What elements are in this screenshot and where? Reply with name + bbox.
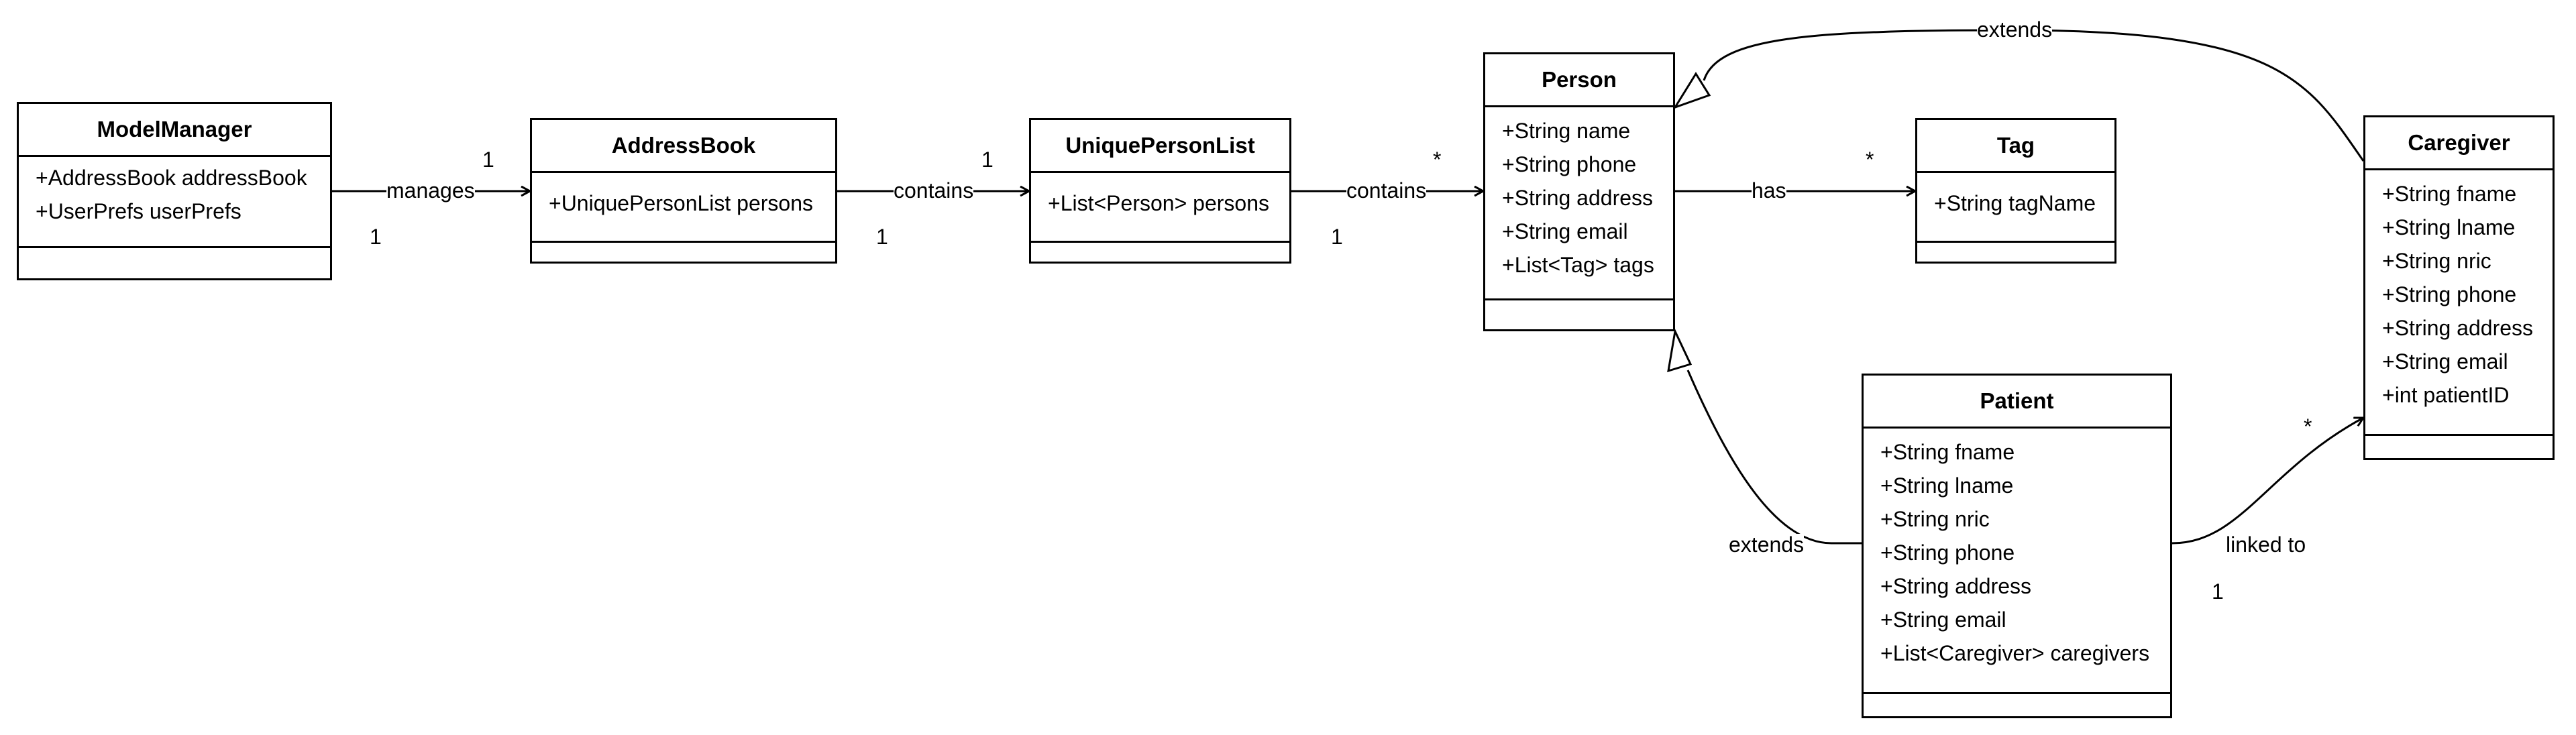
attribute: +AddressBook addressBook bbox=[36, 166, 307, 190]
class-name: ModelManager bbox=[19, 104, 330, 157]
class-name: Person bbox=[1485, 54, 1673, 107]
generalization-arrowhead-caregiver bbox=[1672, 72, 1711, 109]
multiplicity-contains-uniquepersonlist-source: 1 bbox=[1331, 225, 1343, 249]
attribute: +UniquePersonList persons bbox=[549, 191, 814, 215]
attribute: +String address bbox=[1880, 574, 2032, 598]
multiplicity-linked-to-target: * bbox=[2304, 414, 2312, 439]
attribute: +UserPrefs userPrefs bbox=[36, 199, 241, 223]
class-attributes: +String name +String phone +String addre… bbox=[1485, 107, 1673, 300]
multiplicity-contains-uniquepersonlist-target: * bbox=[1433, 148, 1442, 172]
attribute: +List<Tag> tags bbox=[1502, 253, 1654, 277]
attribute: +List<Person> persons bbox=[1048, 191, 1269, 215]
multiplicity-manages-target: 1 bbox=[482, 148, 494, 172]
attribute: +String tagName bbox=[1934, 191, 2096, 215]
label-extends-caregiver: extends bbox=[1977, 17, 2053, 42]
generalization-arrowhead-patient bbox=[1667, 328, 1693, 373]
class-person[interactable]: Person +String name +String phone +Strin… bbox=[1483, 52, 1675, 331]
class-name: Patient bbox=[1864, 376, 2170, 429]
class-attributes: +AddressBook addressBook +UserPrefs user… bbox=[19, 157, 330, 248]
attribute: +String email bbox=[2382, 349, 2508, 374]
class-name: Tag bbox=[1917, 120, 2114, 173]
attribute: +String fname bbox=[2382, 182, 2517, 206]
class-tag[interactable]: Tag +String tagName bbox=[1915, 118, 2116, 264]
class-unique-person-list[interactable]: UniquePersonList +List<Person> persons bbox=[1029, 118, 1291, 264]
class-attributes: +List<Person> persons bbox=[1031, 173, 1289, 243]
class-address-book[interactable]: AddressBook +UniquePersonList persons bbox=[530, 118, 837, 264]
label-linked-to: linked to bbox=[2226, 532, 2306, 557]
attribute: +String phone bbox=[2382, 282, 2517, 306]
class-patient[interactable]: Patient +String fname +String lname +Str… bbox=[1862, 374, 2172, 718]
attribute: +String address bbox=[1502, 186, 1654, 210]
label-contains-addressbook: contains bbox=[894, 178, 974, 203]
edge-linked-to bbox=[2171, 418, 2363, 545]
multiplicity-contains-addressbook-source: 1 bbox=[876, 225, 888, 249]
attribute: +String lname bbox=[2382, 215, 2516, 239]
attribute: +List<Caregiver> caregivers bbox=[1880, 641, 2150, 665]
attribute: +String nric bbox=[2382, 249, 2491, 273]
attribute: +String name bbox=[1502, 119, 1631, 143]
class-name: UniquePersonList bbox=[1031, 120, 1289, 173]
attribute: +String nric bbox=[1880, 507, 1990, 531]
class-attributes: +UniquePersonList persons bbox=[532, 173, 835, 243]
class-attributes: +String fname +String lname +String nric… bbox=[1864, 429, 2170, 694]
class-attributes: +String fname +String lname +String nric… bbox=[2365, 170, 2553, 436]
label-contains-uniquepersonlist: contains bbox=[1346, 178, 1427, 203]
multiplicity-manages-source: 1 bbox=[370, 225, 382, 249]
attribute: +String address bbox=[2382, 316, 2534, 340]
class-attributes: +String tagName bbox=[1917, 173, 2114, 243]
label-has: has bbox=[1752, 178, 1786, 203]
class-name: Caregiver bbox=[2365, 117, 2553, 170]
attribute: +int patientID bbox=[2382, 383, 2510, 407]
attribute: +String fname bbox=[1880, 440, 2015, 464]
attribute: +String phone bbox=[1880, 541, 2015, 565]
attribute: +String email bbox=[1880, 608, 2006, 632]
edge-extends-patient bbox=[1686, 370, 1862, 545]
attribute: +String lname bbox=[1880, 473, 2014, 498]
class-model-manager[interactable]: ModelManager +AddressBook addressBook +U… bbox=[17, 102, 332, 280]
label-extends-patient: extends bbox=[1729, 532, 1805, 557]
class-name: AddressBook bbox=[532, 120, 835, 173]
multiplicity-has-target: * bbox=[1866, 148, 1874, 172]
multiplicity-linked-to-source: 1 bbox=[2212, 579, 2224, 604]
label-manages: manages bbox=[386, 178, 475, 203]
attribute: +String phone bbox=[1502, 152, 1637, 176]
multiplicity-contains-addressbook-target: 1 bbox=[981, 148, 994, 172]
attribute: +String email bbox=[1502, 219, 1628, 243]
class-caregiver[interactable]: Caregiver +String fname +String lname +S… bbox=[2363, 115, 2555, 460]
